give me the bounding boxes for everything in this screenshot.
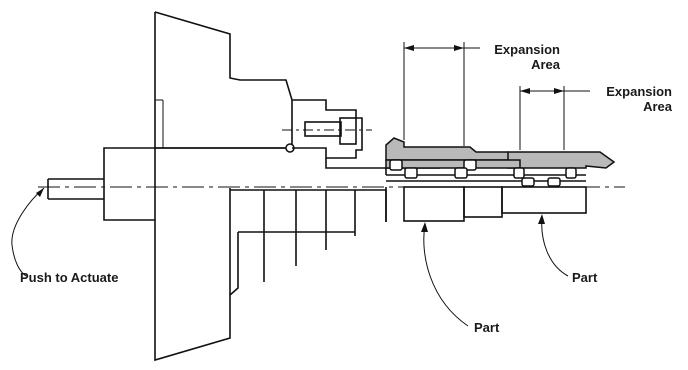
part-lower bbox=[403, 186, 465, 222]
collar bbox=[292, 99, 363, 159]
flange-lower bbox=[154, 220, 239, 362]
expansion-area-1-line1: Expansion bbox=[494, 42, 560, 57]
stepped-body bbox=[229, 188, 387, 295]
segment-c bbox=[513, 167, 525, 179]
hub bbox=[103, 147, 156, 221]
expansion-area-2-line1: Expansion bbox=[606, 84, 672, 99]
sleeve-1 bbox=[385, 137, 529, 161]
sleeve-2 bbox=[507, 151, 616, 169]
segment-d bbox=[565, 167, 577, 179]
part-upper-label: Part bbox=[572, 270, 598, 285]
part-upper bbox=[501, 186, 587, 214]
segment-b bbox=[463, 159, 477, 171]
leader-push bbox=[11, 187, 45, 277]
sleeve-base bbox=[385, 159, 521, 169]
expansion-area-2-label: Expansion Area bbox=[594, 84, 672, 114]
leader-part-lower bbox=[423, 223, 469, 327]
expansion-area-2-line2: Area bbox=[643, 99, 672, 114]
flange-upper bbox=[154, 11, 293, 149]
pin bbox=[304, 121, 342, 137]
expansion-area-1-label: Expansion Area bbox=[482, 42, 560, 72]
push-to-actuate-label: Push to Actuate bbox=[20, 270, 119, 285]
part-lower-label: Part bbox=[474, 320, 500, 335]
part-lower-step bbox=[463, 186, 503, 218]
leader-part-upper bbox=[541, 215, 569, 277]
push-rod bbox=[47, 178, 104, 200]
segment-a bbox=[389, 159, 403, 171]
expansion-area-1-line2: Area bbox=[531, 57, 560, 72]
pin-head bbox=[339, 117, 357, 145]
